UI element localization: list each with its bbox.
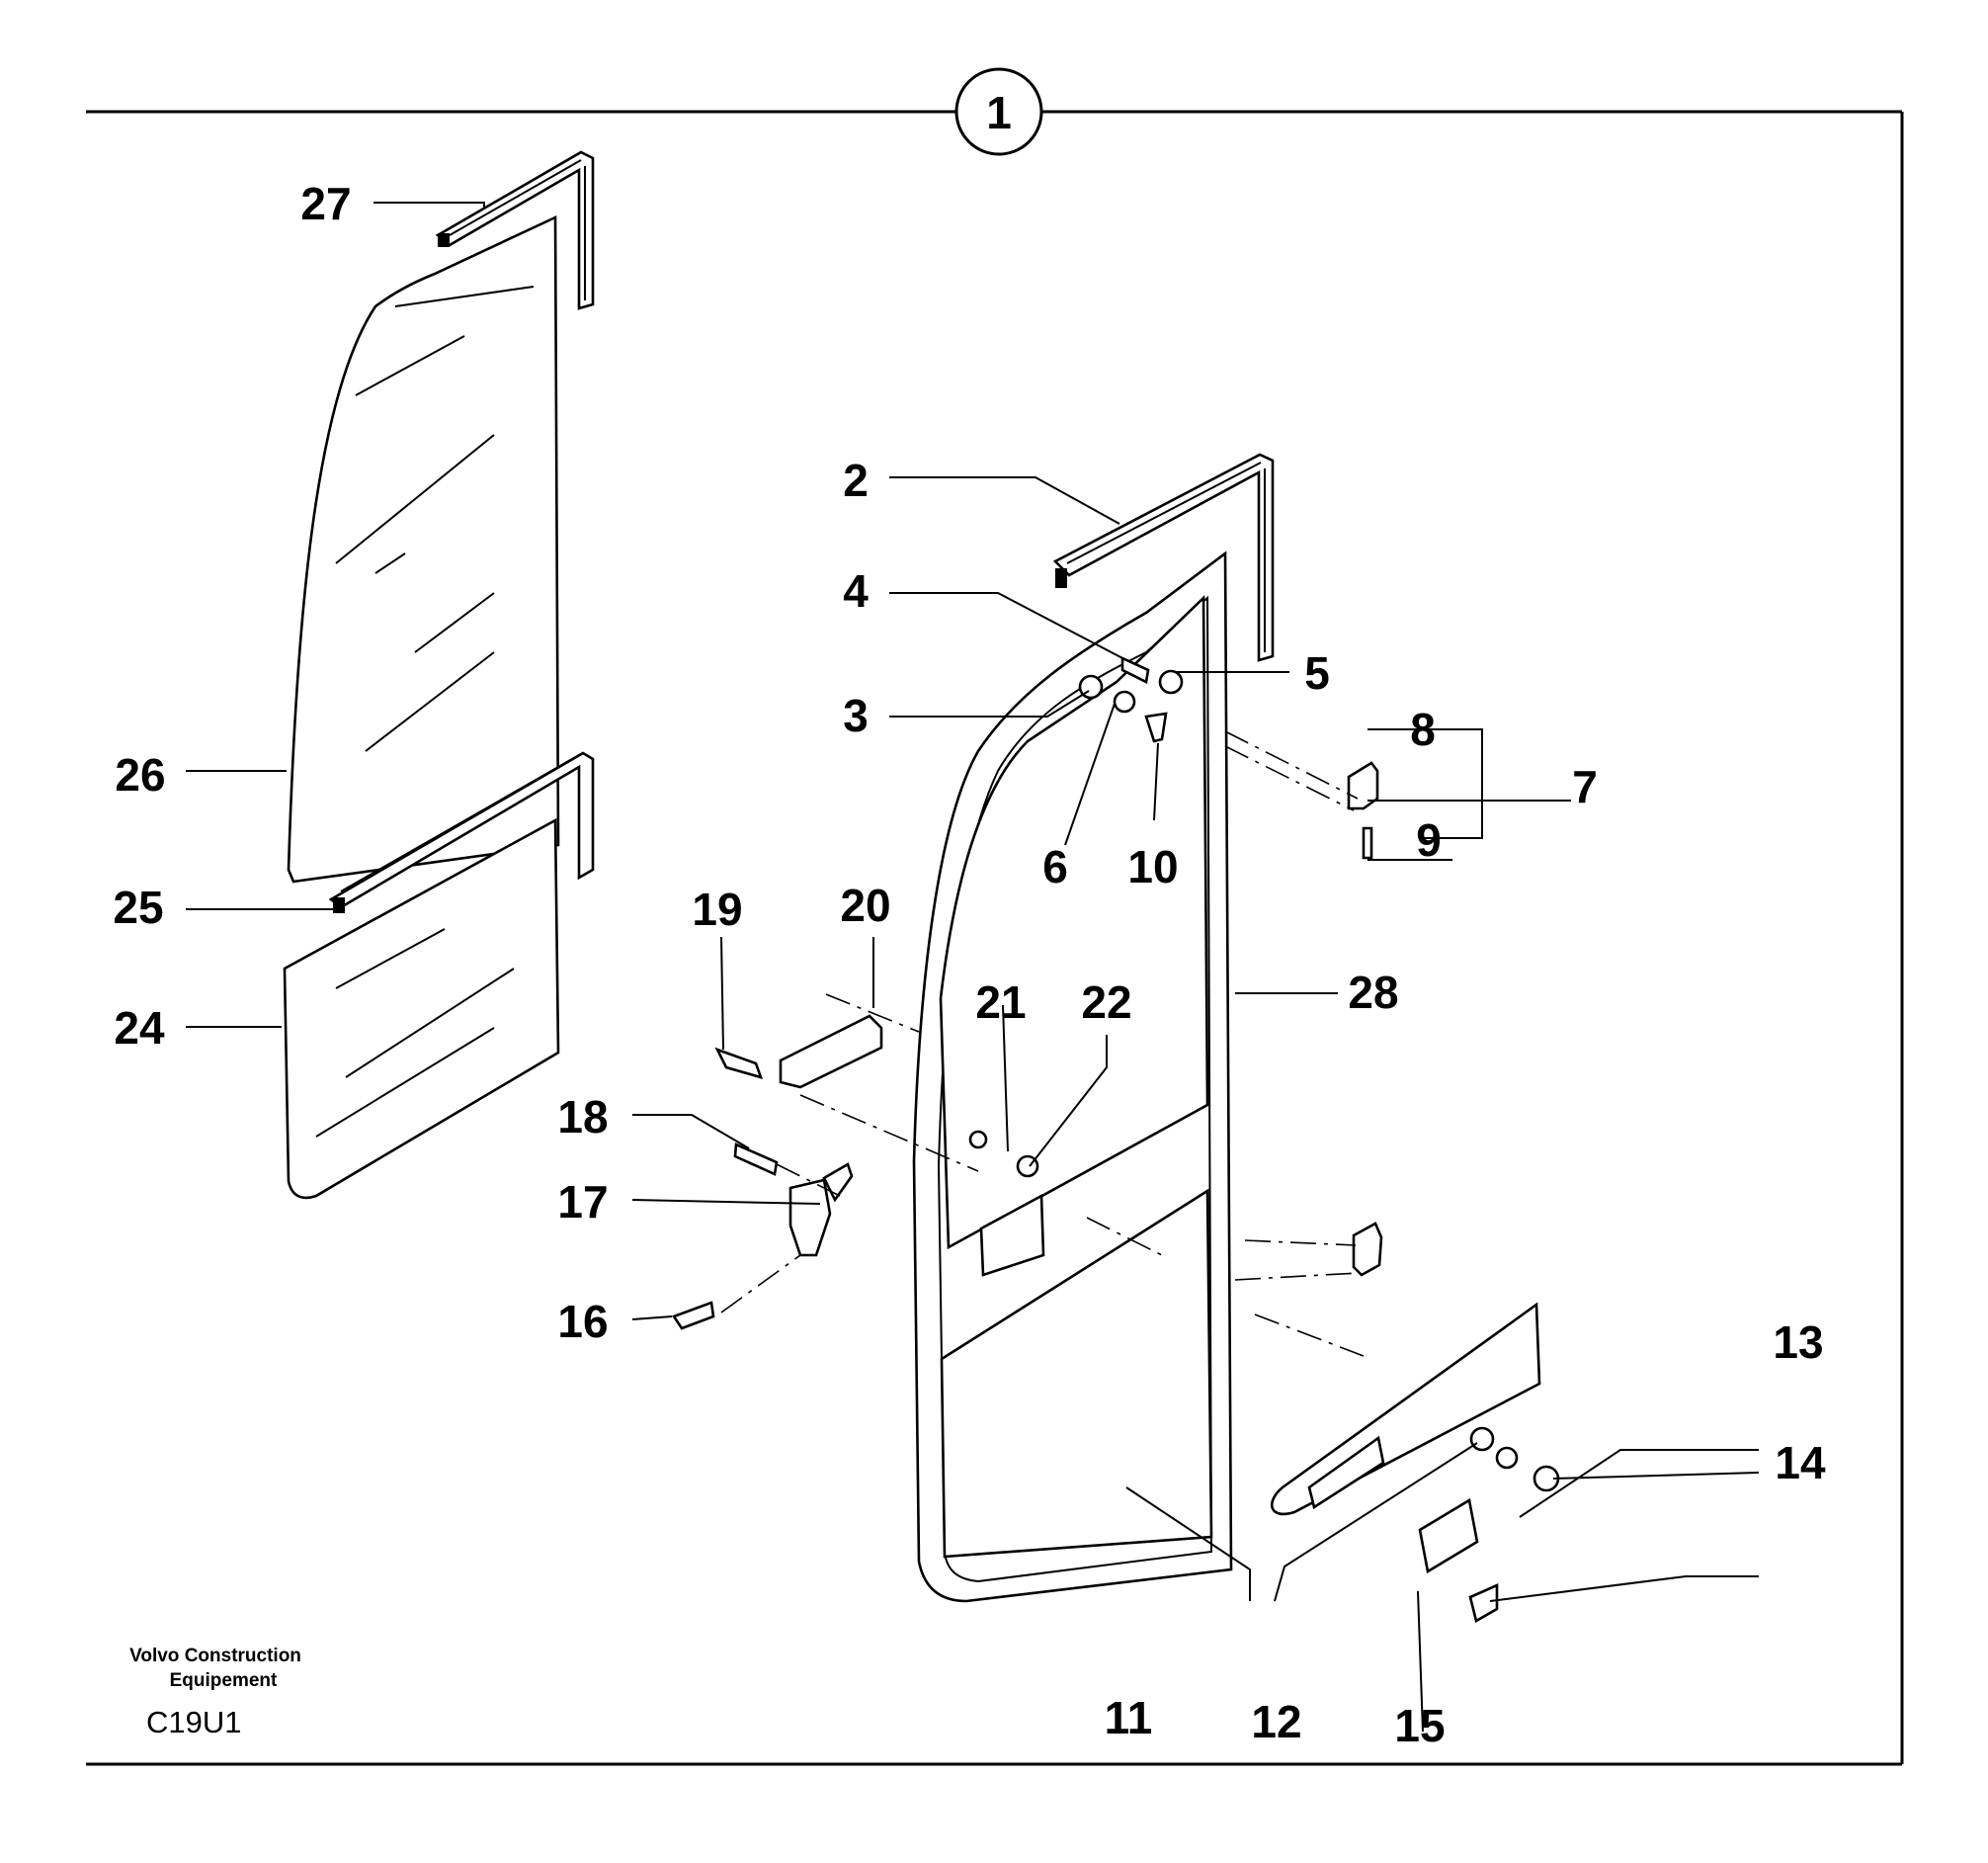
group-number: 1	[986, 87, 1012, 138]
leader-lines	[186, 202, 1760, 1733]
callout-20: 20	[840, 880, 890, 931]
group-number-badge: 1	[954, 67, 1043, 156]
publisher-line-1: Volvo Construction	[129, 1646, 301, 1666]
callout-3: 3	[843, 690, 869, 741]
callout-11: 11	[1105, 1692, 1153, 1743]
callout-10: 10	[1127, 841, 1178, 892]
part-cover-plate	[1271, 1302, 1560, 1623]
callout-8: 8	[1410, 704, 1436, 755]
callout-13: 13	[1773, 1316, 1823, 1368]
drawing-caption: Volvo Construction Equipement C19U1	[129, 1646, 301, 1739]
publisher-line-2: Equipement	[170, 1670, 278, 1691]
part-hinge-hardware	[1078, 655, 1383, 1357]
part-seal-top-door	[1052, 453, 1275, 662]
callout-14: 14	[1775, 1437, 1826, 1488]
part-handle-assembly	[672, 993, 1167, 1330]
part-door-frame	[912, 550, 1233, 1603]
part-seal-top-left	[435, 150, 595, 310]
part-upper-glass	[287, 214, 560, 884]
callout-22: 22	[1081, 976, 1131, 1028]
callout-23: 24	[114, 1002, 165, 1054]
part-lower-glass	[283, 817, 560, 1200]
diagram-frame	[86, 110, 1904, 1766]
callout-27: 28	[1348, 967, 1398, 1018]
callout-18: 18	[557, 1091, 608, 1143]
callout-26: 27	[300, 178, 351, 229]
drawing-code: C19U1	[146, 1705, 242, 1739]
callout-24: 25	[113, 882, 163, 933]
callout-labels: 27 2 4 5 3 8 7 9 6 10 26 25 19 20 28 21 …	[113, 178, 1826, 1751]
callout-5: 5	[1304, 647, 1330, 699]
callout-15: 15	[1394, 1700, 1445, 1751]
callout-7: 7	[1572, 761, 1598, 812]
callout-12: 12	[1251, 1696, 1301, 1747]
callout-16: 16	[557, 1296, 608, 1347]
callout-21: 21	[975, 976, 1026, 1028]
callout-17: 17	[557, 1176, 608, 1228]
callout-9: 9	[1416, 814, 1442, 866]
callout-6: 6	[1042, 841, 1068, 892]
callout-25: 26	[115, 749, 165, 801]
callout-19: 19	[692, 884, 742, 935]
callout-2: 2	[843, 455, 869, 506]
callout-4: 4	[843, 565, 869, 617]
